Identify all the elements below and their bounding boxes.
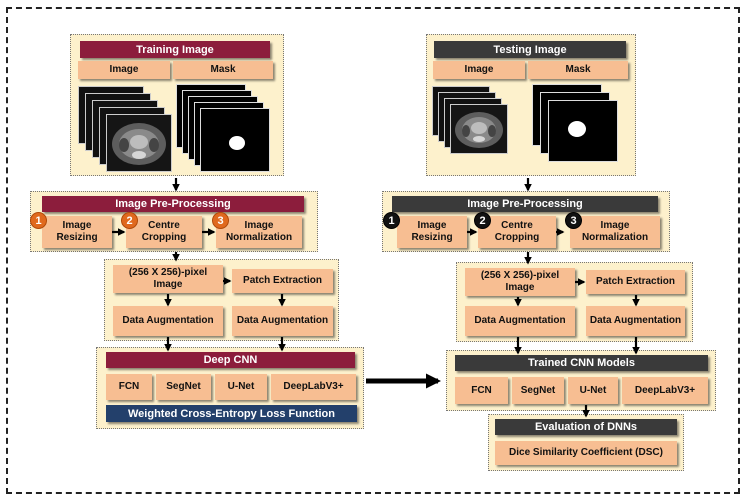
centre-cropping-right: Centre Cropping: [478, 216, 556, 248]
step-1-badge-right: 1: [383, 212, 400, 229]
unet-model-left: U-Net: [215, 374, 267, 400]
image-resizing-left: Image Resizing: [42, 216, 112, 248]
deeplabv3-model-left: DeepLabV3+: [271, 374, 356, 400]
data-augmentation-left-1: Data Augmentation: [113, 306, 223, 336]
patch-extraction-left: Patch Extraction: [232, 269, 333, 293]
pixel-image-left: (256 X 256)-pixel Image: [113, 265, 223, 293]
step-3-badge-right: 3: [565, 212, 582, 229]
step-2-badge-right: 2: [474, 212, 491, 229]
image-normalization-right: Image Normalization: [570, 216, 660, 248]
testing-image-header: Testing Image: [434, 41, 626, 58]
training-mri-stack: [78, 86, 173, 178]
mri-scan-image: [107, 115, 171, 171]
trained-models-header: Trained CNN Models: [455, 355, 708, 371]
data-augmentation-right-1: Data Augmentation: [465, 306, 575, 336]
testing-mri-stack: [432, 86, 514, 166]
loss-function-bar: Weighted Cross-Entropy Loss Function: [106, 405, 357, 422]
deeplabv3-model-right: DeepLabV3+: [622, 377, 708, 404]
segnet-model-right: SegNet: [512, 377, 564, 404]
testing-mask-label: Mask: [528, 61, 628, 79]
segmentation-mask-image: [201, 109, 269, 171]
testing-image-label: Image: [433, 61, 525, 79]
segmentation-mask-image: [549, 101, 617, 161]
step-3-badge-left: 3: [212, 212, 229, 229]
dsc-metric-box: Dice Similarity Coefficient (DSC): [495, 441, 677, 465]
fcn-model-left: FCN: [106, 374, 152, 400]
mri-scan-image: [451, 105, 507, 153]
data-augmentation-right-2: Data Augmentation: [586, 306, 685, 336]
training-mask-label: Mask: [173, 61, 273, 79]
preprocessing-left-header: Image Pre-Processing: [42, 196, 304, 212]
step-1-badge-left: 1: [30, 212, 47, 229]
evaluation-header: Evaluation of DNNs: [495, 419, 677, 435]
centre-cropping-left: Centre Cropping: [126, 216, 202, 248]
unet-model-right: U-Net: [568, 377, 618, 404]
fcn-model-right: FCN: [455, 377, 508, 404]
image-resizing-right: Image Resizing: [397, 216, 467, 248]
image-normalization-left: Image Normalization: [216, 216, 302, 248]
testing-mask-stack: [532, 84, 626, 174]
step-2-badge-left: 2: [121, 212, 138, 229]
pixel-image-right: (256 X 256)-pixel Image: [465, 268, 575, 296]
data-augmentation-left-2: Data Augmentation: [232, 306, 333, 336]
training-image-header: Training Image: [80, 41, 270, 58]
preprocessing-right-header: Image Pre-Processing: [392, 196, 658, 212]
training-image-label: Image: [78, 61, 170, 79]
deep-cnn-header: Deep CNN: [106, 352, 355, 368]
training-mask-stack: [176, 84, 276, 178]
segnet-model-left: SegNet: [156, 374, 211, 400]
patch-extraction-right: Patch Extraction: [586, 270, 685, 294]
outer-dashed-border: [6, 7, 740, 494]
